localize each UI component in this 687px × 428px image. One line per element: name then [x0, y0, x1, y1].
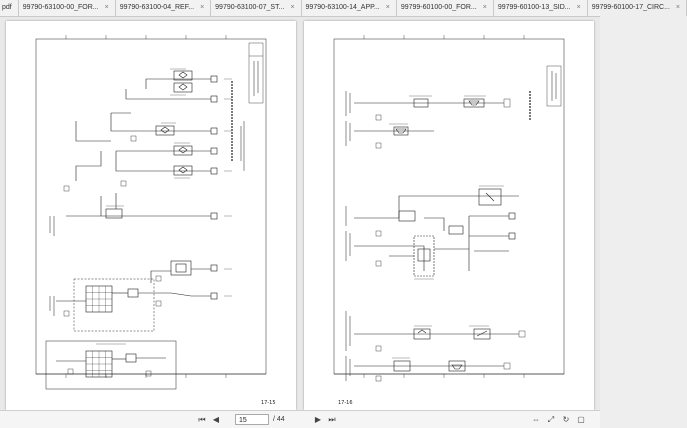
tab-label: 99799-60100-17_CIRC...: [591, 4, 670, 11]
tab-1[interactable]: 99790-63100-00_FOR... ×: [19, 0, 116, 16]
fit-width-icon[interactable]: ⇔: [532, 415, 540, 424]
close-icon[interactable]: ×: [385, 4, 390, 11]
close-icon[interactable]: ×: [104, 4, 109, 11]
page-navigation-toolbar: ⏮ ◀ 15 / 44 ▶ ⏭ ⇔ ⤢ ↻ ▢: [0, 410, 600, 428]
page-number: 17-15: [261, 400, 276, 406]
tab-0[interactable]: pdf: [0, 0, 19, 16]
tab-bar: pdf 99790-63100-00_FOR... × 99790-63100-0…: [0, 0, 687, 17]
tab-6[interactable]: 99799-60100-13_SID... ×: [494, 0, 588, 16]
page-number: 17-16: [338, 400, 353, 406]
tab-3[interactable]: 99790-63100-07_ST... ×: [211, 0, 302, 16]
fit-page-icon[interactable]: ⤢: [547, 415, 555, 424]
first-page-icon[interactable]: ⏮: [198, 415, 206, 424]
rotate-icon[interactable]: ↻: [562, 415, 570, 424]
close-icon[interactable]: ×: [290, 4, 295, 11]
close-icon[interactable]: ×: [200, 4, 205, 11]
tab-label: 99790-63100-07_ST...: [215, 4, 285, 11]
document-viewer[interactable]: 17-15: [0, 17, 600, 410]
tab-label: pdf: [2, 4, 12, 11]
tab-7[interactable]: 99799-60100-17_CIRC... ×: [588, 0, 687, 16]
tab-label: 99790-63100-04_REF...: [119, 4, 195, 11]
previous-page-icon[interactable]: ◀: [212, 415, 220, 424]
page-count: / 44: [273, 416, 285, 423]
tab-4[interactable]: 99790-63100-14_APP... ×: [302, 0, 397, 16]
tab-label: 99790-63100-14_APP...: [305, 4, 380, 11]
last-page-icon[interactable]: ⏭: [328, 415, 336, 424]
page-number-input[interactable]: 15: [235, 414, 269, 425]
next-page-icon[interactable]: ▶: [314, 415, 322, 424]
wiring-diagram-left: [35, 35, 267, 390]
tab-label: 99790-63100-00_FOR...: [22, 4, 99, 11]
pdf-page-left: 17-15: [6, 21, 296, 410]
tab-label: 99799-60100-00_FOR...: [400, 4, 477, 11]
close-icon[interactable]: ×: [576, 4, 581, 11]
tab-label: 99799-60100-13_SID...: [497, 4, 571, 11]
tab-2[interactable]: 99790-63100-04_REF... ×: [116, 0, 212, 16]
close-icon[interactable]: ×: [675, 4, 681, 11]
fullscreen-icon[interactable]: ▢: [577, 415, 585, 424]
close-icon[interactable]: ×: [482, 4, 487, 11]
wiring-diagram-right: [333, 35, 565, 382]
pdf-page-right: 17-16: [304, 21, 594, 410]
tab-5[interactable]: 99799-60100-00_FOR... ×: [397, 0, 494, 16]
